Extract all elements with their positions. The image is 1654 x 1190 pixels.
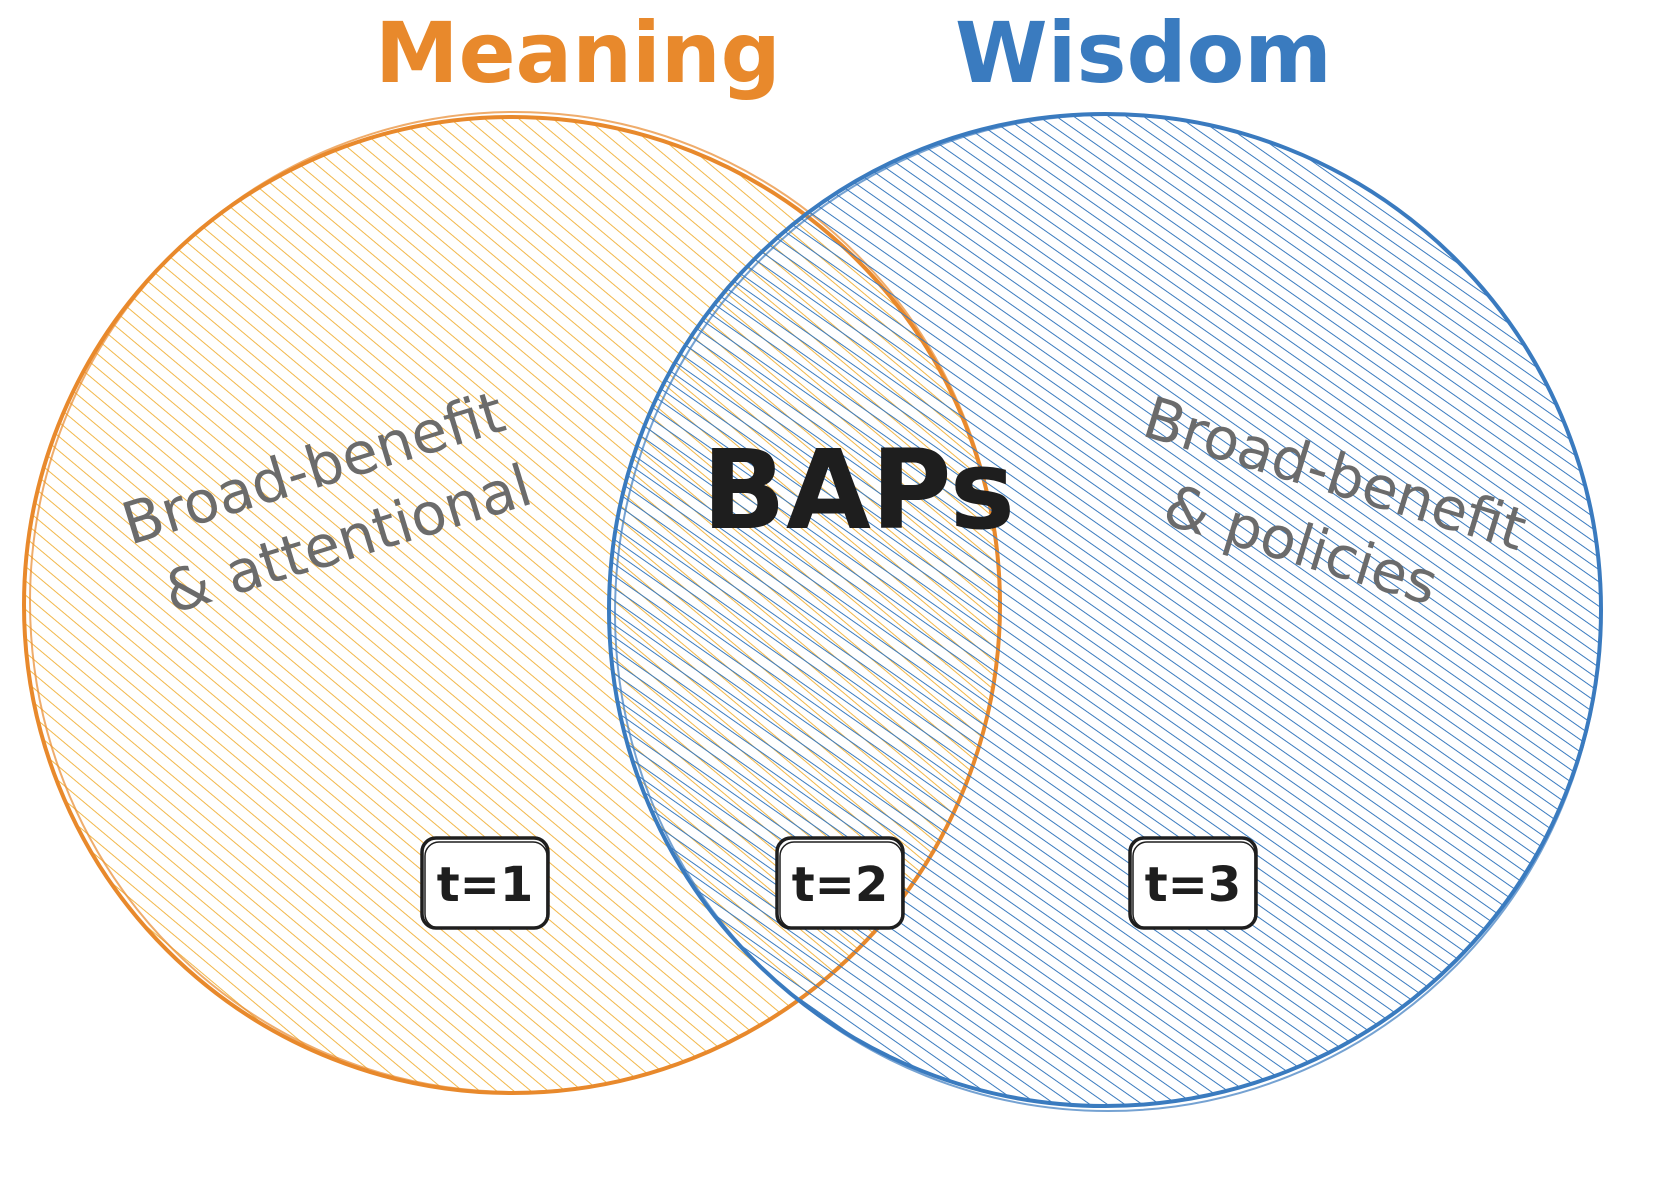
badge-t2: t=2 (775, 836, 905, 930)
badge-t1-label: t=1 (437, 857, 534, 913)
wisdom-circle (607, 112, 1603, 1112)
badge-t2-label: t=2 (792, 857, 889, 913)
wisdom-title: Wisdom (955, 4, 1332, 102)
badge-t1: t=1 (420, 836, 550, 930)
badge-t3: t=3 (1128, 836, 1258, 930)
badge-t3-label: t=3 (1145, 857, 1242, 913)
baps-label: BAPs (702, 426, 1015, 554)
meaning-title: Meaning (375, 4, 781, 102)
